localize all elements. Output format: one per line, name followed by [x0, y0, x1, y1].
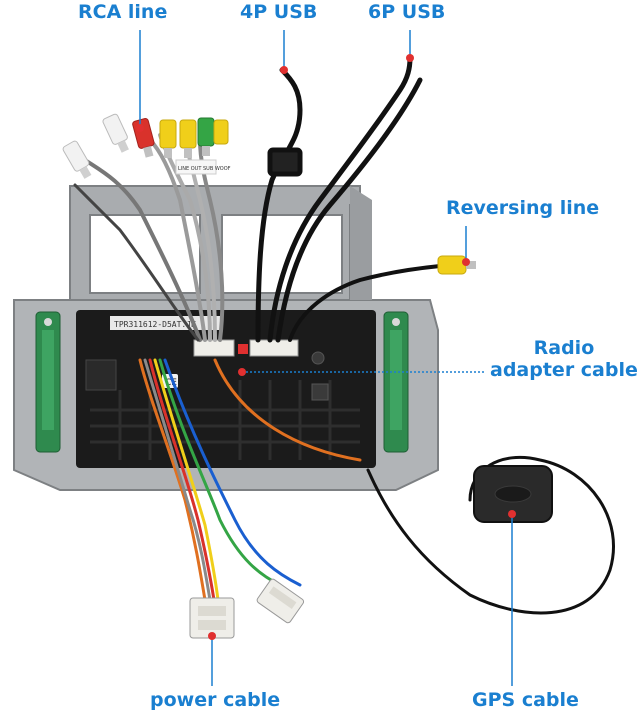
chassis-sticker-code: TPR311612-D5AT.JK: [114, 320, 196, 329]
gps-cable: [366, 455, 615, 615]
left-pcb-strip: [35, 311, 61, 453]
head-unit-chassis: TPR311612-D5AT.JK CE: [76, 310, 376, 468]
label-gps-cable: GPS cable: [472, 689, 579, 711]
label-6p-usb: 6P USB: [368, 1, 446, 23]
rca-connectors: LINE OUT SUB WOOF: [62, 113, 231, 179]
chassis-connectors: [193, 339, 299, 357]
rca-tag-text: LINE OUT SUB WOOF: [178, 166, 231, 172]
label-radio-line1: Radio: [533, 337, 595, 359]
usb-6p-cable: [267, 55, 423, 343]
power-harness: [138, 358, 362, 602]
power-harness-plugs: [189, 578, 305, 639]
label-radio-line2: adapter cable: [490, 358, 638, 381]
gps-antenna-icon: [473, 465, 553, 523]
svg-text:CE: CE: [165, 378, 177, 388]
label-rca-line: RCA line: [78, 1, 168, 23]
usb-4p-cable: [255, 67, 303, 343]
rca-cable-bundle: [73, 133, 225, 342]
right-pcb-strip: [383, 311, 409, 453]
label-reversing-line: Reversing line: [446, 197, 600, 219]
label-radio-adapter-cable: Radio adapter cable: [490, 337, 638, 382]
callout-pointers: [136, 30, 516, 686]
label-power-cable: power cable: [150, 689, 281, 711]
label-4p-usb: 4P USB: [240, 1, 318, 23]
